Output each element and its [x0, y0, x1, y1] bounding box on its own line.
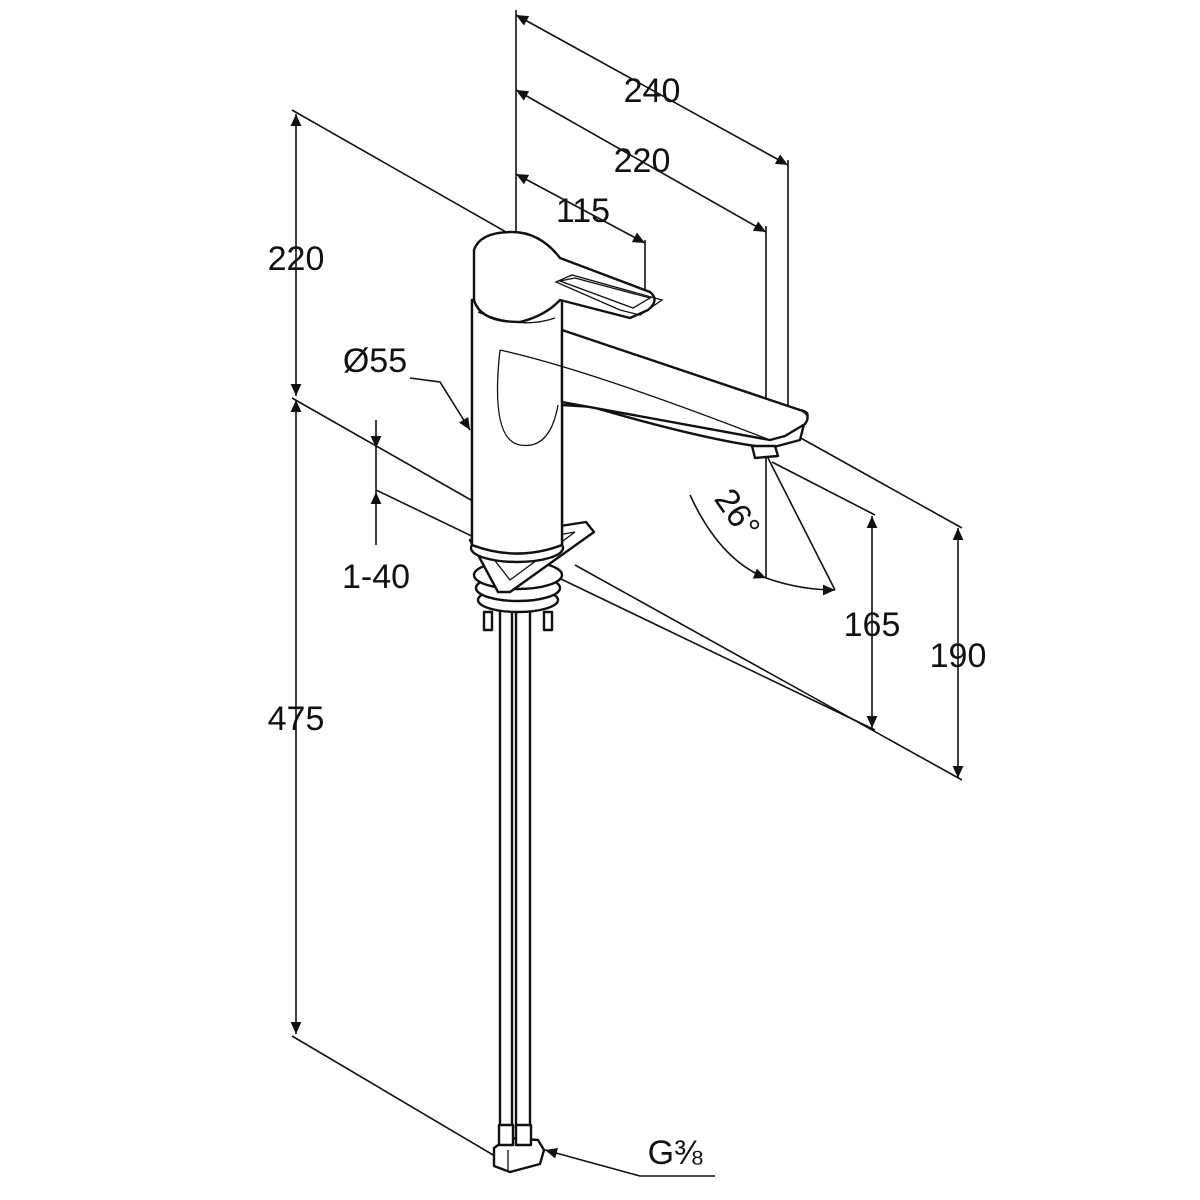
label-thread: G⅜: [648, 1134, 703, 1172]
extension-lines: [291, 10, 963, 1163]
label-115: 115: [556, 192, 610, 230]
label-deck-thickness: 1-40: [342, 558, 410, 596]
label-165: 165: [844, 606, 901, 644]
label-240: 240: [624, 72, 681, 110]
label-190: 190: [930, 637, 987, 675]
label-220-reach: 220: [614, 142, 671, 180]
label-475: 475: [268, 700, 325, 738]
label-diameter: Ø55: [343, 342, 407, 380]
hose-left: [498, 598, 514, 1130]
dimension-labels: 240 220 115 220 Ø55 1-40 475 165 190 26°…: [268, 72, 987, 1172]
lever-handle: [472, 230, 656, 324]
hose-right: [514, 598, 532, 1130]
faucet-drawing: [468, 230, 809, 1174]
label-angle: 26°: [707, 482, 768, 546]
dimension-lines: [290, 14, 964, 1177]
label-220-height: 220: [268, 240, 325, 278]
